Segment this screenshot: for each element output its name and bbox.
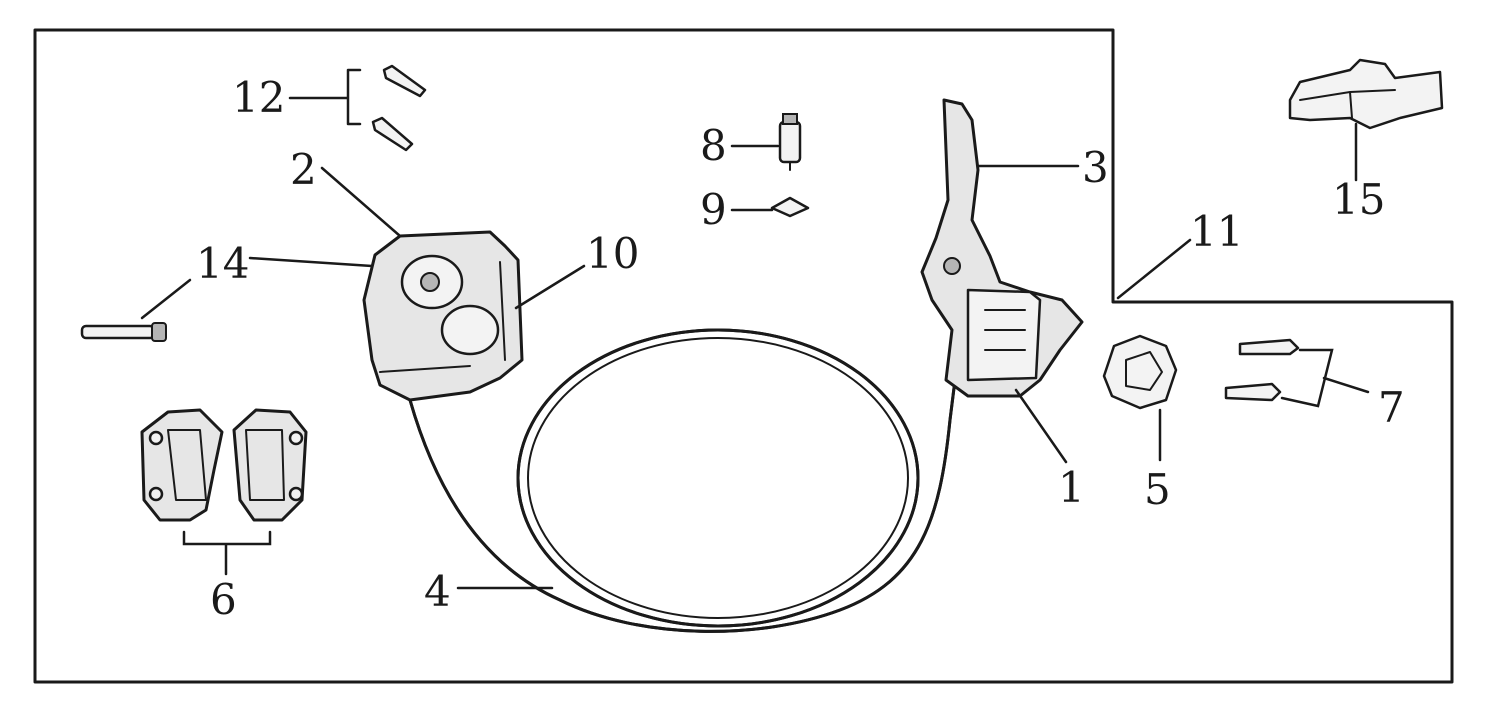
part-5-clamp xyxy=(1102,334,1178,462)
label-5: 5 xyxy=(1144,465,1171,514)
label-15: 15 xyxy=(1332,175,1385,224)
label-1: 1 xyxy=(1058,463,1085,512)
part-8-bleeder-valve xyxy=(730,113,802,171)
label-4: 4 xyxy=(424,567,451,616)
part-4-brake-hose xyxy=(408,328,957,633)
label-10: 10 xyxy=(586,229,639,278)
part-1-master-cylinder xyxy=(920,98,1084,464)
diagram-border xyxy=(33,28,1454,684)
part-6-brake-pads xyxy=(140,408,308,576)
part-14-bolt xyxy=(80,278,192,342)
label-2: 2 xyxy=(290,145,317,194)
part-7-screws xyxy=(1224,338,1370,408)
part-15-bracket xyxy=(1288,58,1444,182)
label-14: 14 xyxy=(196,239,249,288)
label-3: 3 xyxy=(1082,143,1109,192)
label-12: 12 xyxy=(232,73,285,122)
label-8: 8 xyxy=(700,121,727,170)
label-7: 7 xyxy=(1378,383,1405,432)
label-11: 11 xyxy=(1190,207,1243,256)
part-12-screws xyxy=(288,64,427,152)
label-6: 6 xyxy=(210,575,237,624)
label-9: 9 xyxy=(700,185,727,234)
part-9-cap xyxy=(730,196,810,218)
part-11-leader xyxy=(1116,238,1192,300)
part-2-caliper xyxy=(248,166,586,402)
